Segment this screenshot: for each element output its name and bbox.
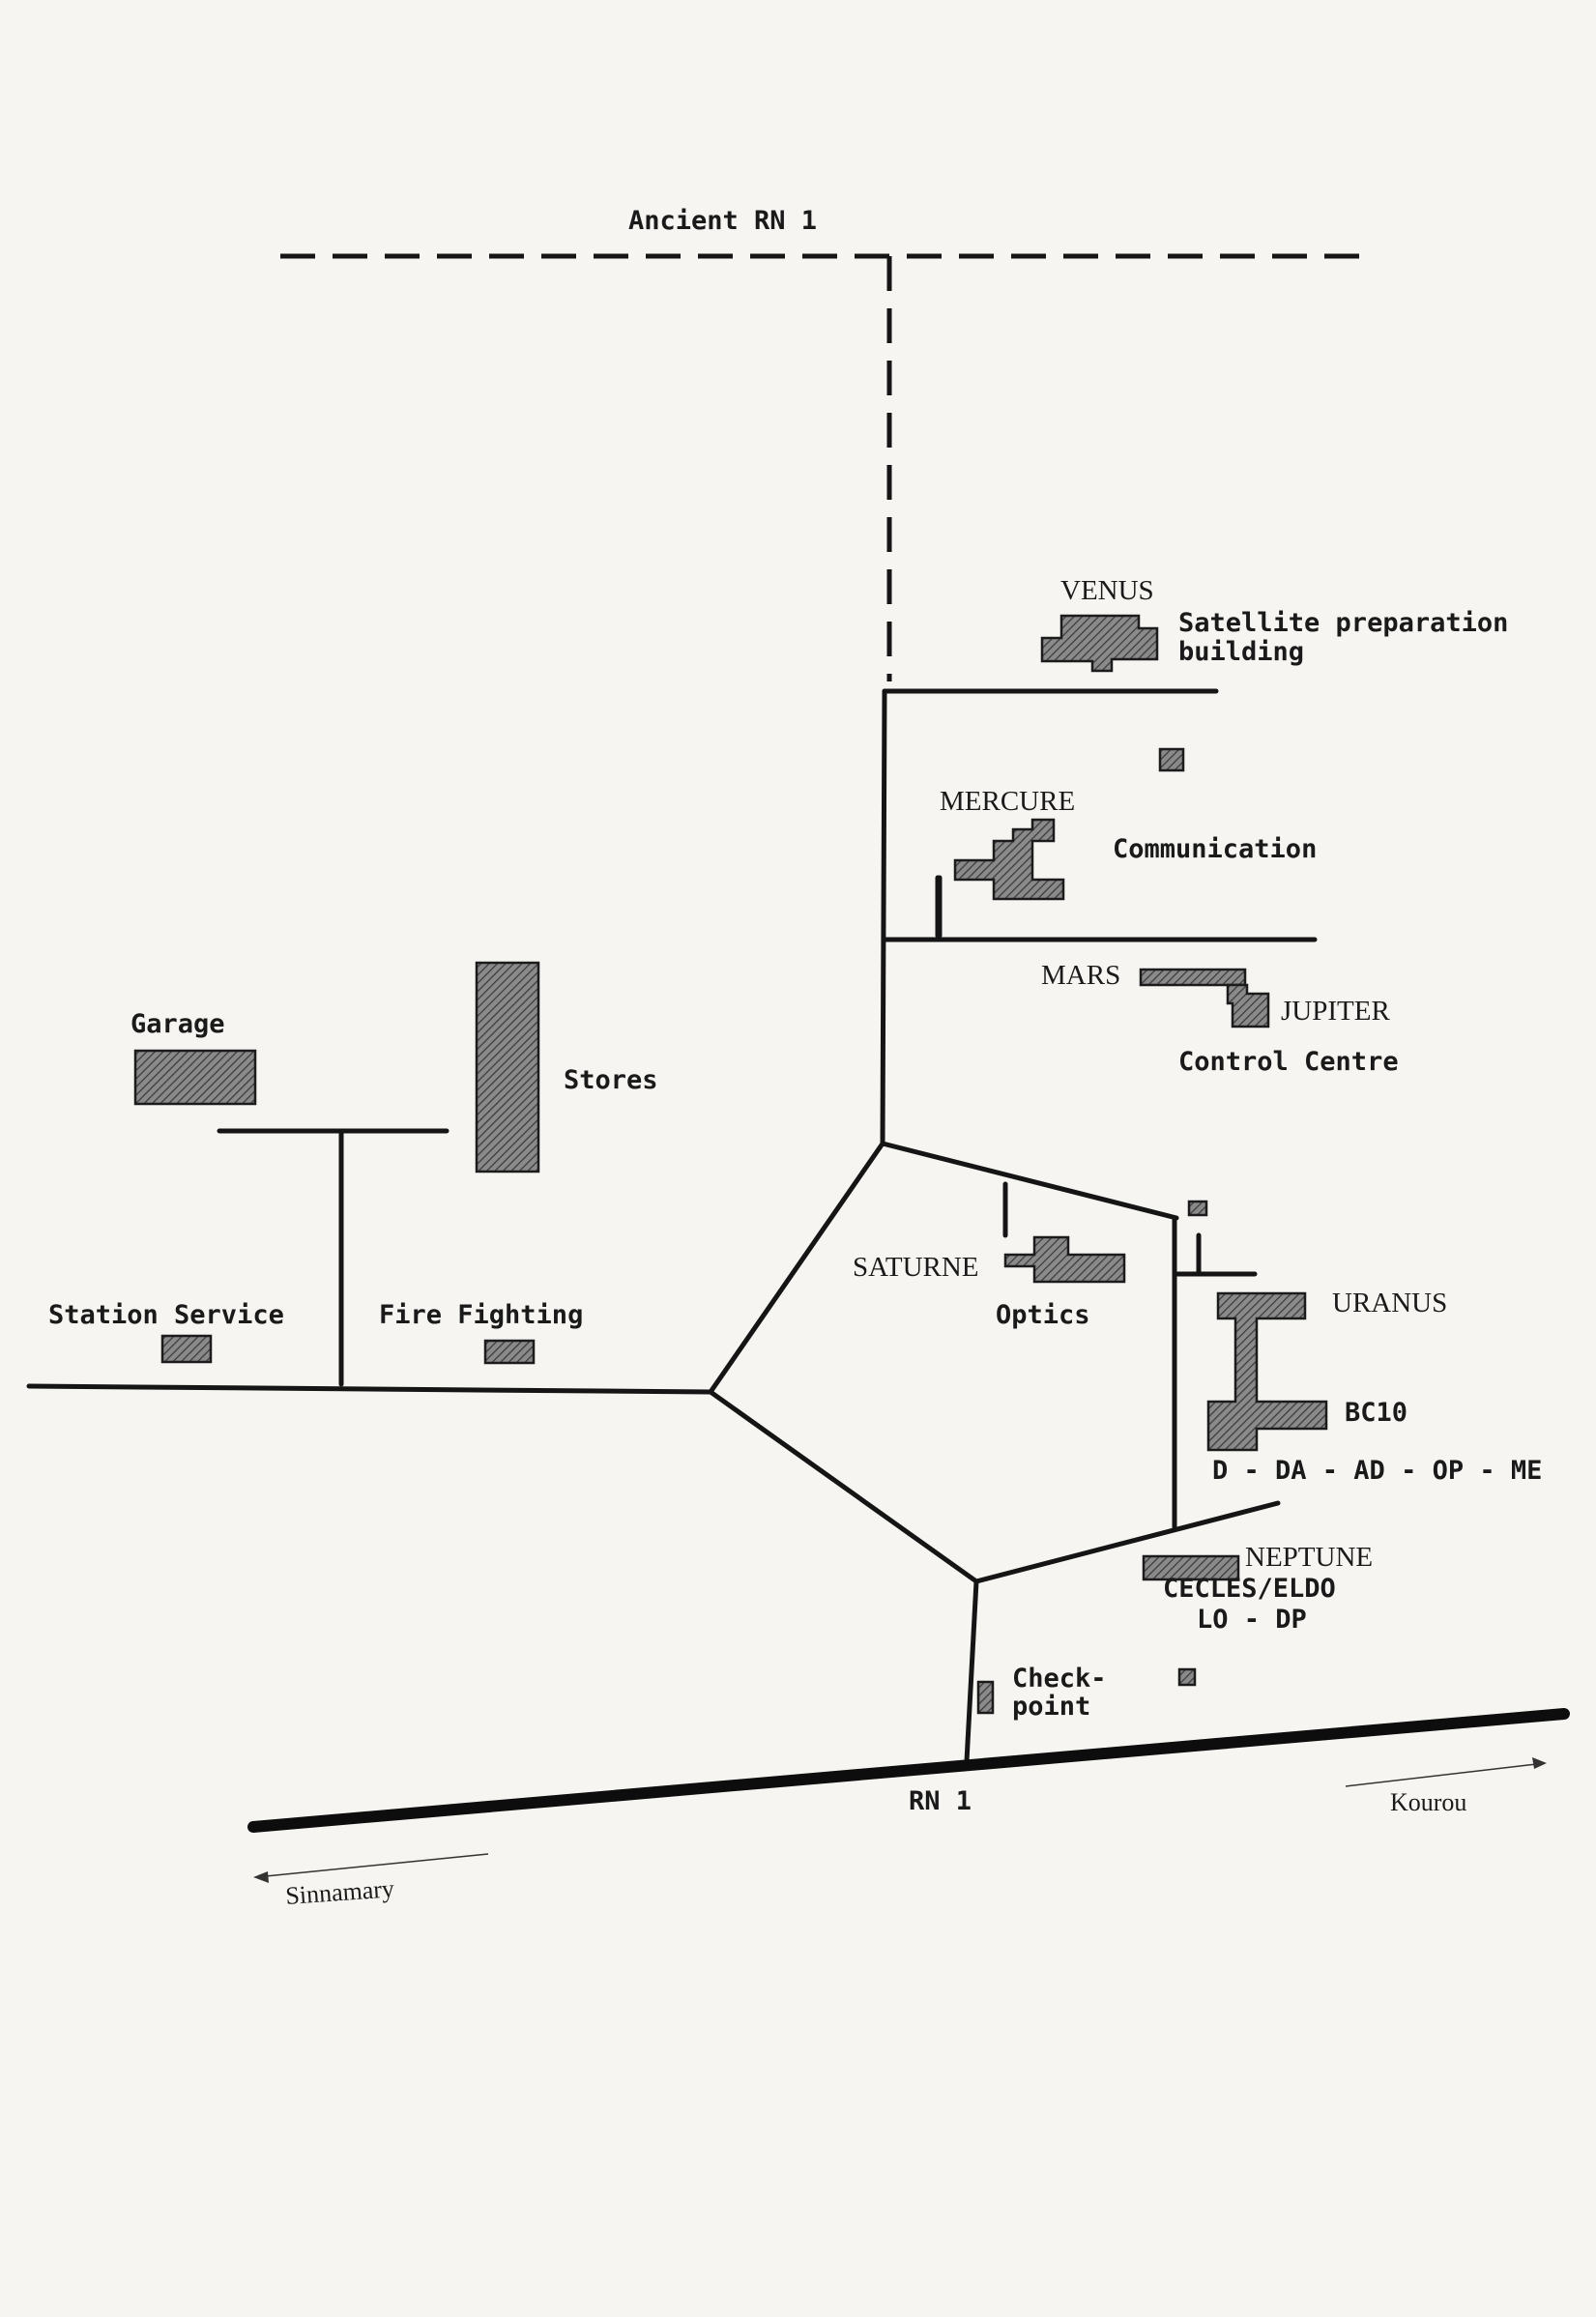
saturne-name: SATURNE bbox=[853, 1252, 979, 1283]
internal-roads bbox=[26, 688, 1318, 1764]
neptune-name: NEPTUNE bbox=[1245, 1542, 1373, 1573]
jupiter-building bbox=[1226, 983, 1270, 1028]
mercure-name: MERCURE bbox=[940, 786, 1075, 817]
mercure-label: Communication bbox=[1113, 834, 1317, 864]
mars-name: MARS bbox=[1041, 960, 1120, 991]
small-building-2 bbox=[1187, 1200, 1208, 1217]
stores-label: Stores bbox=[564, 1065, 658, 1095]
garage-label: Garage bbox=[131, 1009, 225, 1039]
mercure-building bbox=[953, 818, 1065, 901]
garage-building bbox=[133, 1049, 257, 1106]
jupiter-name: JUPITER bbox=[1281, 996, 1390, 1027]
saturne-building bbox=[1003, 1235, 1126, 1284]
uranus-label: BC10 bbox=[1345, 1398, 1407, 1428]
uranus-building bbox=[1206, 1291, 1328, 1452]
station-service-building bbox=[160, 1334, 213, 1364]
sinnamary-arrow bbox=[253, 1853, 489, 1883]
fire-fighting-label: Fire Fighting bbox=[379, 1300, 583, 1330]
uranus-name: URANUS bbox=[1332, 1288, 1447, 1318]
rn1-label: RN 1 bbox=[909, 1786, 972, 1816]
neptune-label-2: LO - DP bbox=[1197, 1605, 1307, 1635]
venus-label-2: building bbox=[1178, 637, 1304, 667]
venus-label-1: Satellite preparation bbox=[1178, 608, 1508, 638]
mars-building bbox=[1139, 968, 1247, 987]
venus-building bbox=[1040, 614, 1159, 673]
sinnamary-label: Sinnamary bbox=[284, 1874, 394, 1910]
venus-name: VENUS bbox=[1060, 575, 1154, 606]
jupiter-label: Control Centre bbox=[1178, 1047, 1399, 1077]
checkpoint-label-2: point bbox=[1012, 1692, 1090, 1722]
small-building-1 bbox=[1158, 747, 1185, 772]
uranus-sub: D - DA - AD - OP - ME bbox=[1212, 1456, 1542, 1486]
kourou-label: Kourou bbox=[1390, 1788, 1466, 1816]
station-service-label: Station Service bbox=[48, 1300, 284, 1330]
checkpoint-label-1: Check- bbox=[1012, 1664, 1107, 1694]
neptune-label-1: CECLES/ELDO bbox=[1163, 1574, 1336, 1604]
neptune-building bbox=[1142, 1554, 1240, 1581]
small-building-3 bbox=[1177, 1667, 1197, 1687]
kourou-arrow bbox=[1345, 1757, 1547, 1787]
saturne-label: Optics bbox=[996, 1300, 1090, 1330]
checkpoint-building bbox=[976, 1680, 995, 1715]
rn1-main-road bbox=[247, 1708, 1570, 1833]
stores-building bbox=[475, 961, 540, 1173]
fire-fighting-building bbox=[483, 1339, 536, 1365]
ancient-rn1-label: Ancient RN 1 bbox=[628, 206, 817, 236]
